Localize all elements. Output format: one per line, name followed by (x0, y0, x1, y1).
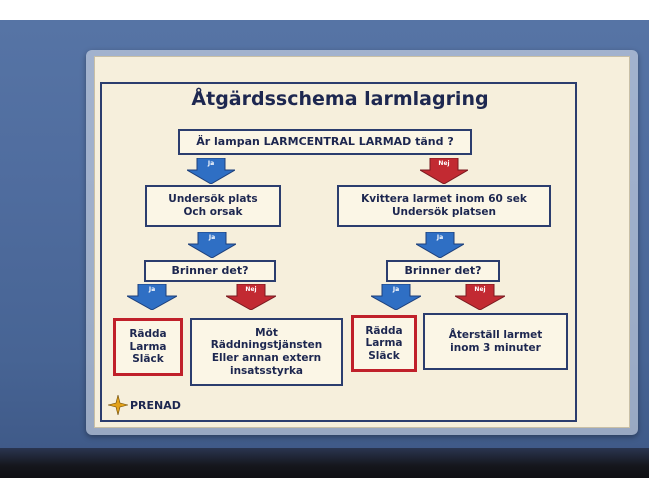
dark-ledge (0, 448, 649, 478)
yes-arrow-1: Ja (187, 158, 235, 184)
no-arrow-3-shape (455, 284, 505, 310)
question-box: Är lampan LARMCENTRAL LARMAD tänd ? (178, 129, 472, 155)
yes-arrow-2: Ja (188, 232, 236, 258)
yes-arrow-3: Ja (416, 232, 464, 258)
logo-text: PRENAD (130, 398, 181, 412)
yes-arrow-1-label: Ja (207, 160, 215, 167)
yes-arrow-4: Ja (127, 284, 177, 310)
no-arrow-1: Nej (420, 158, 468, 184)
prenad-logo: PRENAD (108, 395, 181, 415)
yes-arrow-4-label: Ja (148, 286, 156, 293)
yes-arrow-5-shape (371, 284, 421, 310)
yes-arrow-5-label: Ja (392, 286, 400, 293)
no-arrow-1-shape (420, 158, 468, 184)
no-arrow-3-label: Nej (474, 286, 486, 293)
yes-arrow-5: Ja (371, 284, 421, 310)
no-arrow-1-label: Nej (438, 160, 450, 167)
yes-arrow-4-shape (127, 284, 177, 310)
left-question-box: Brinner det? (144, 260, 276, 282)
yes-arrow-3-label: Ja (436, 234, 444, 241)
right-yes-action-box: Rädda Larma Släck (351, 315, 417, 372)
no-arrow-2-label: Nej (245, 286, 257, 293)
photo-top-edge (0, 0, 649, 20)
right-question-box: Brinner det? (386, 260, 500, 282)
left-step-box: Undersök plats Och orsak (145, 185, 281, 227)
right-no-action-box: Återställ larmet inom 3 minuter (423, 313, 568, 370)
no-arrow-2: Nej (226, 284, 276, 310)
yes-arrow-1-shape (187, 158, 235, 184)
no-arrow-3: Nej (455, 284, 505, 310)
poster-title: Åtgärdsschema larmlagring (191, 88, 489, 110)
yes-arrow-2-label: Ja (208, 234, 216, 241)
poster-frame (100, 82, 577, 422)
right-step-box: Kvittera larmet inom 60 sek Undersök pla… (337, 185, 551, 227)
left-yes-action-box: Rädda Larma Släck (113, 318, 183, 376)
yes-arrow-3-shape (416, 232, 464, 258)
left-no-action-box: Möt Räddningstjänsten Eller annan extern… (190, 318, 343, 386)
no-arrow-2-shape (226, 284, 276, 310)
star-logo-icon (108, 395, 128, 415)
yes-arrow-2-shape (188, 232, 236, 258)
